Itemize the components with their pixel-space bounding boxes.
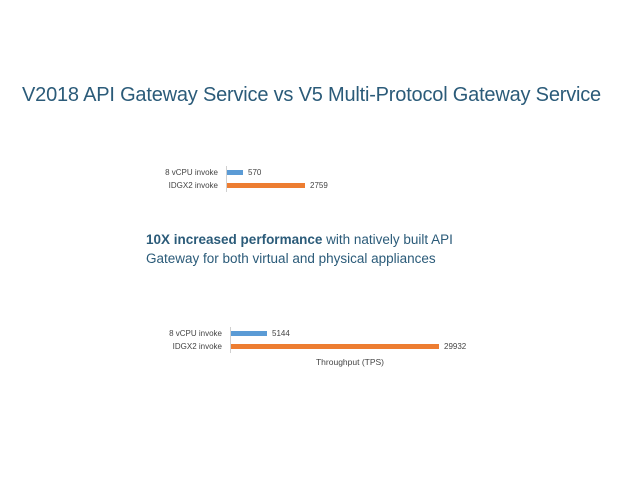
category-label: IDGX2 invoke <box>172 342 222 351</box>
data-bar <box>227 183 305 188</box>
data-bar <box>227 170 243 175</box>
data-bar <box>231 331 267 336</box>
chart-row: 8 vCPU invoke 5144 <box>160 327 470 340</box>
chart-row: IDGX2 invoke 29932 <box>160 340 470 353</box>
chart-row: IDGX2 invoke 2759 <box>156 179 328 192</box>
slide-body-text: 10X increased performance with natively … <box>146 231 476 268</box>
data-bar <box>231 344 439 349</box>
bar-area: 5144 <box>230 327 290 340</box>
data-label: 29932 <box>444 342 467 351</box>
category-label: 8 vCPU invoke <box>165 168 218 177</box>
data-label: 570 <box>248 168 262 177</box>
x-axis-label: Throughput (TPS) <box>315 357 385 367</box>
bar-area: 570 <box>226 166 261 179</box>
bar-area: 2759 <box>226 179 328 192</box>
bar-area: 29932 <box>230 340 466 353</box>
category-label: 8 vCPU invoke <box>169 329 222 338</box>
body-text-bold: 10X increased performance <box>146 232 323 247</box>
chart-row: 8 vCPU invoke 570 <box>156 166 328 179</box>
category-label: IDGX2 invoke <box>168 181 218 190</box>
data-label: 5144 <box>272 329 290 338</box>
data-label: 2759 <box>310 181 328 190</box>
slide-title: V2018 API Gateway Service vs V5 Multi-Pr… <box>22 84 601 106</box>
body-text-rest: with natively built API Gateway for both… <box>146 232 453 266</box>
